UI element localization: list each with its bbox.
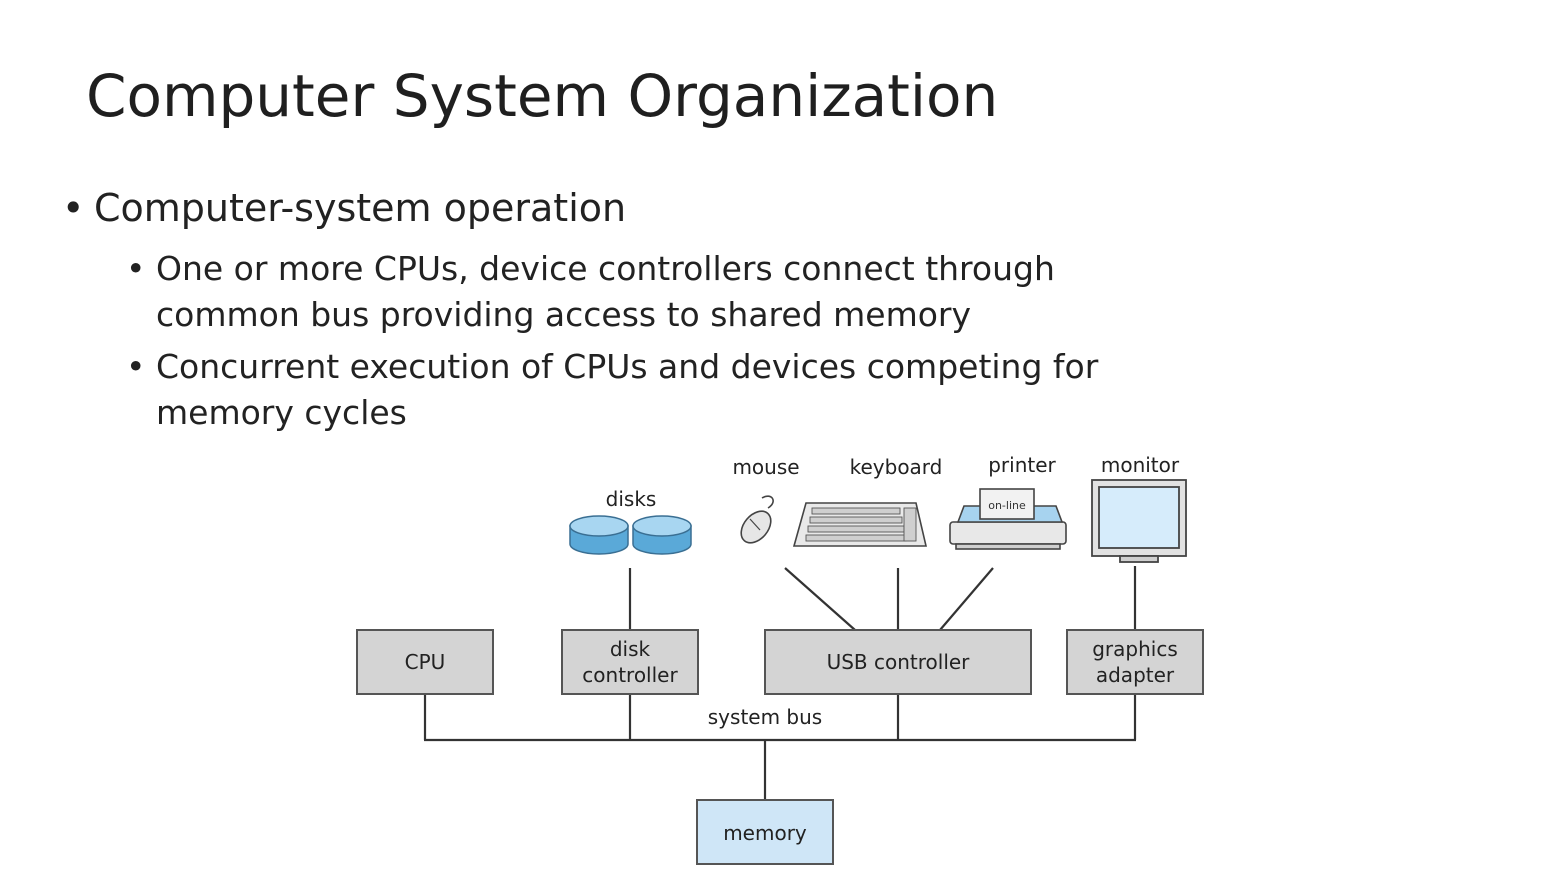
disks-label: disks: [606, 487, 657, 511]
cpu-box: [356, 629, 494, 695]
mouse-link: [784, 567, 856, 631]
printer-link: [939, 567, 994, 631]
bullet-text: Computer-system operation: [94, 186, 627, 230]
usb-controller-label: USB controller: [827, 650, 971, 674]
mouse-icon: [740, 495, 774, 544]
printer-panel-label: on-line: [988, 499, 1026, 512]
bullet-line: common bus providing access to shared me…: [156, 295, 972, 334]
disk-controller-box: [561, 629, 699, 695]
usb-controller-box: [764, 629, 1032, 695]
graphics-adapter-label: adapter: [1096, 663, 1175, 687]
bullet-dot: •: [126, 249, 146, 288]
bullet-dot: •: [62, 186, 85, 230]
keyboard-label: keyboard: [850, 455, 943, 479]
printer-label: printer: [988, 453, 1056, 477]
graphics-adapter-box: [1066, 629, 1204, 695]
printer-icon: [949, 488, 1067, 550]
mouse-label: mouse: [732, 455, 799, 479]
disk-controller-label: controller: [582, 663, 678, 687]
disks-icon: [569, 515, 692, 555]
keyboard-icon: [792, 502, 928, 547]
system-bus-label: system bus: [708, 705, 822, 729]
graphics-adapter-label: graphics: [1092, 637, 1178, 661]
bullet-line: memory cycles: [156, 393, 407, 432]
bullet-level2: • Concurrent execution of CPUs and device…: [126, 344, 1098, 436]
bullet-line: Concurrent execution of CPUs and devices…: [156, 347, 1099, 386]
connectors: [423, 566, 1137, 800]
cpu-label: CPU: [405, 650, 446, 674]
bullet-level1: •Computer-system operation: [62, 186, 626, 230]
memory-label: memory: [723, 821, 807, 845]
monitor-label: monitor: [1101, 453, 1180, 477]
memory-box: [696, 799, 834, 865]
bullet-line: One or more CPUs, device controllers con…: [156, 249, 1055, 288]
slide-title: Computer System Organization: [86, 62, 999, 130]
bullet-dot: •: [126, 347, 146, 386]
bullet-level2: • One or more CPUs, device controllers co…: [126, 246, 1055, 338]
monitor-icon: [1091, 479, 1187, 563]
disk-controller-label: disk: [610, 637, 651, 661]
